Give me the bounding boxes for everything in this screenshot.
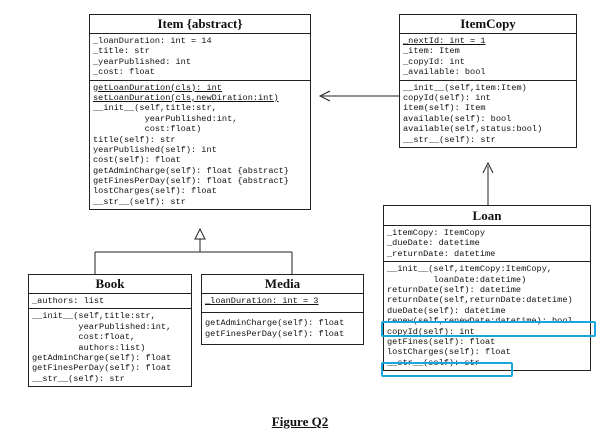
method: yearPublished(self): int <box>93 144 217 155</box>
method: cost:float) <box>93 124 202 135</box>
class-itemcopy-name: ItemCopy <box>400 15 576 34</box>
method: __str__(self): str <box>32 373 125 384</box>
method: yearPublished:int, <box>93 113 238 124</box>
itemcopy-methods: __init__(self,item:Item) copyId(self): i… <box>400 81 576 147</box>
method: __str__(self): str <box>93 196 186 207</box>
static-method: setLoanDuration(cls,newDiration:int) <box>93 92 279 103</box>
method: cost(self): float <box>93 155 181 166</box>
itemcopy-attributes: _nextId: int = 1 _item: Item _copyId: in… <box>400 34 576 81</box>
book-methods: __init__(self,title:str, yearPublished:i… <box>29 309 191 386</box>
item-attributes: _loanDuration: int = 14 _title: str _yea… <box>90 34 310 81</box>
class-media: Media _loanDuration: int = 3 getAdminCha… <box>201 274 364 346</box>
highlight-renew-method <box>381 321 596 337</box>
loan-methods: __init__(self,itemCopy:ItemCopy, loanDat… <box>384 262 590 370</box>
generalization-triangle <box>194 227 206 240</box>
book-attributes: _authors: list <box>29 294 191 310</box>
method: returnDate(self,returnDate:datetime) <box>387 295 573 306</box>
attribute: _available: bool <box>403 67 486 78</box>
class-book-name: Book <box>29 275 191 294</box>
attribute: _title: str <box>93 46 150 57</box>
method: title(self): str <box>93 134 176 145</box>
attribute: _itemCopy: ItemCopy <box>387 228 485 238</box>
association-arrowhead <box>482 161 494 174</box>
method: available(self): bool <box>403 113 512 124</box>
association-arrowhead <box>318 90 331 102</box>
method: loanDate:datetime) <box>387 274 527 285</box>
item-methods: getLoanDuration(cls): int setLoanDuratio… <box>90 81 310 210</box>
class-item-name: Item {abstract} <box>90 15 310 34</box>
media-attributes: _loanDuration: int = 3 <box>202 294 363 314</box>
class-loan-name: Loan <box>384 206 590 226</box>
method: cost:float, <box>32 332 136 343</box>
class-itemcopy: ItemCopy _nextId: int = 1 _item: Item _c… <box>399 14 577 148</box>
method: getAdminCharge(self): float <box>32 352 172 363</box>
method: __init__(self,item:Item) <box>403 82 527 93</box>
method: __init__(self,itemCopy:ItemCopy, <box>387 264 553 275</box>
method: getAdminCharge(self): float <box>205 318 345 329</box>
static-attribute: _loanDuration: int = 3 <box>205 296 319 306</box>
method: yearPublished:int, <box>32 321 172 332</box>
media-methods: getAdminCharge(self): float getFinesPerD… <box>202 313 363 344</box>
method: getFinesPerDay(self): float <box>32 363 172 374</box>
method: getFines(self): float <box>387 336 496 347</box>
attribute: _dueDate: datetime <box>387 238 480 249</box>
attribute: _item: Item <box>403 46 460 57</box>
attribute: _loanDuration: int = 14 <box>93 36 212 46</box>
class-item: Item {abstract} _loanDuration: int = 14 … <box>89 14 311 211</box>
method: copyId(self): int <box>387 326 475 337</box>
method: lostCharges(self): float <box>93 186 217 197</box>
attribute: _authors: list <box>32 296 105 306</box>
attribute: _copyId: int <box>403 56 465 67</box>
class-book: Book _authors: list __init__(self,title:… <box>28 274 192 388</box>
method: __str__(self): str <box>403 134 496 145</box>
method: __init__(self,title:str, <box>32 311 156 322</box>
figure-caption: Figure Q2 <box>271 414 329 429</box>
method: item(self): Item <box>403 103 486 114</box>
method: getFinesPerDay(self): float <box>205 328 345 339</box>
method: getAdminCharge(self): float {abstract} <box>93 165 289 176</box>
highlight-lostcharges-method <box>381 362 513 377</box>
method: dueDate(self): datetime <box>387 305 506 316</box>
class-media-name: Media <box>202 275 363 294</box>
method: authors:list) <box>32 342 146 353</box>
static-attribute: _nextId: int = 1 <box>403 36 486 46</box>
method: lostCharges(self): float <box>387 347 511 358</box>
class-loan: Loan _itemCopy: ItemCopy _dueDate: datet… <box>383 205 591 372</box>
static-method: getLoanDuration(cls): int <box>93 82 222 93</box>
method: __init__(self,title:str, <box>93 103 217 114</box>
attribute: _cost: float <box>93 67 155 78</box>
method: copyId(self): int <box>403 92 491 103</box>
method: getFinesPerDay(self): float {abstract} <box>93 176 289 187</box>
loan-attributes: _itemCopy: ItemCopy _dueDate: datetime _… <box>384 226 590 263</box>
method: returnDate(self): datetime <box>387 284 522 295</box>
attribute: _returnDate: datetime <box>387 248 496 259</box>
attribute: _yearPublished: int <box>93 56 191 67</box>
method: available(self,status:bool) <box>403 124 543 135</box>
